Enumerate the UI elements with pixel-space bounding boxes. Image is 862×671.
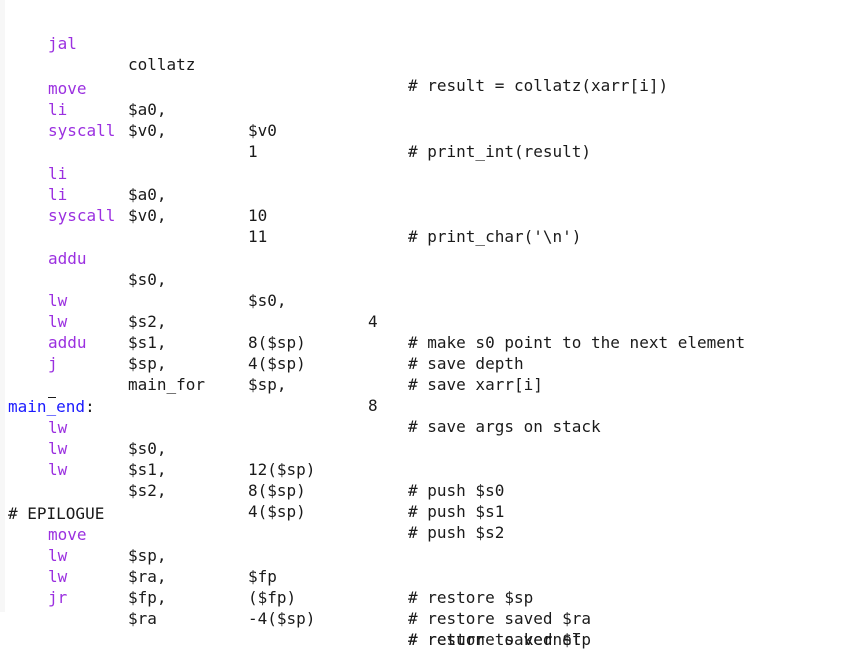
instruction: syscall — [48, 206, 116, 225]
operand-2: 12($sp) — [248, 460, 316, 479]
operand-2: $v0 — [248, 121, 277, 140]
code-label: main_end: — [8, 396, 95, 417]
operand-1: main_for — [128, 375, 206, 394]
comment: # result = collatz(xarr[i]) — [408, 76, 669, 95]
code-line: jr $ra # return to kernel — [0, 566, 581, 649]
section-comment: # EPILOGUE — [8, 504, 105, 523]
instruction: addu — [48, 249, 87, 268]
operand-3: 4 — [368, 312, 378, 331]
operand-2: -4($sp) — [248, 609, 316, 628]
operand-1: collatz — [128, 55, 196, 74]
code-line: li $v0, 1 — [0, 78, 258, 161]
code-line: lw $s2, 4($sp) # push $s2 — [0, 438, 504, 542]
code-line: li $a0, 10 # print_char('\n') — [0, 142, 581, 246]
operand-1: $v0, — [128, 121, 167, 140]
instruction: lw — [48, 567, 68, 586]
code-line: addu $sp, $sp, 8 # save args on stack — [0, 311, 601, 436]
operand-2: $sp, — [248, 375, 287, 394]
code-line: move $sp, $fp # restore $sp — [0, 503, 533, 607]
operand-1: $s0, — [128, 439, 167, 458]
code-line: # EPILOGUE — [0, 482, 104, 523]
instruction: move — [48, 79, 87, 98]
comment: # print_char('\n') — [408, 227, 582, 246]
code-line: lw $ra, ($fp) # restore saved $ra — [0, 524, 591, 628]
instruction: syscall — [48, 121, 116, 140]
instruction: lw — [48, 312, 68, 331]
operand-1: $s1, — [128, 333, 167, 352]
code-line: j main_for — [0, 332, 205, 394]
operand-2: 8($sp) — [248, 333, 306, 352]
instruction: move — [48, 525, 87, 544]
code-line: main_end: — [0, 375, 95, 416]
instruction: jr — [48, 588, 68, 607]
label-colon: : — [85, 397, 95, 416]
code-line: syscall — [0, 99, 115, 140]
operand-1: $s1, — [128, 460, 167, 479]
operand-1: $ra, — [128, 567, 167, 586]
code-line: move $a0, $v0 # print_int(result) — [0, 57, 591, 161]
comment: # return to kernel — [408, 630, 582, 649]
operand-1: $a0, — [128, 185, 167, 204]
comment: # restore saved $ra — [408, 609, 592, 628]
code-line: syscall — [0, 184, 115, 225]
operand-1: $s2, — [128, 481, 167, 500]
code-line: lw $s2, 8($sp) # save depth — [0, 269, 524, 373]
operand-2: 11 — [248, 227, 268, 246]
code-editor[interactable]: jal collatz # result = collatz(xarr[i]) … — [0, 0, 862, 649]
code-line: lw $s1, 4($sp) # save xarr[i] — [0, 290, 543, 394]
operand-1: $sp, — [128, 546, 167, 565]
operand-2: ($fp) — [248, 588, 297, 607]
operand-1: $ra — [128, 609, 157, 628]
comment: # restore $sp — [408, 588, 534, 607]
operand-1: $v0, — [128, 206, 167, 225]
comment: # print_int(result) — [408, 142, 592, 161]
operand-2: 4($sp) — [248, 502, 306, 521]
comment: # save depth — [408, 354, 524, 373]
operand-1: $s0, — [128, 270, 167, 289]
instruction: lw — [48, 439, 68, 458]
comment: # save args on stack — [408, 417, 601, 436]
code-line: jal collatz # result = collatz(xarr[i]) — [0, 12, 668, 95]
operand-1: $fp, — [128, 588, 167, 607]
comment: # push $s0 — [408, 481, 505, 500]
comment: # push $s1 — [408, 502, 505, 521]
label-name: main_end — [8, 397, 86, 416]
code-line: lw $fp, -4($sp) # restore saved $fp — [0, 545, 591, 649]
code-line: lw $s0, 12($sp) # push $s0 — [0, 396, 504, 500]
instruction: lw — [48, 546, 68, 565]
comment: # save xarr[i] — [408, 375, 543, 394]
operand-1: $sp, — [128, 354, 167, 373]
comment: # push $s2 — [408, 523, 505, 542]
operand-3: 8 — [368, 396, 378, 415]
operand-2: 1 — [248, 142, 258, 161]
code-line: lw $s1, 8($sp) # push $s1 — [0, 417, 504, 521]
instruction: addu — [48, 333, 87, 352]
text-cursor — [48, 397, 56, 398]
instruction: jal — [48, 34, 77, 53]
code-line: addu $s0, $s0, 4 # make s0 point to the … — [0, 227, 745, 352]
instruction: lw — [48, 460, 68, 479]
operand-2: $s0, — [248, 291, 287, 310]
instruction: li — [48, 164, 68, 183]
editor-gutter — [0, 0, 5, 612]
operand-2: 10 — [248, 206, 268, 225]
operand-2: 8($sp) — [248, 481, 306, 500]
instruction: j — [48, 354, 58, 373]
instruction: li — [48, 185, 68, 204]
operand-1: $a0, — [128, 100, 167, 119]
instruction: lw — [48, 418, 68, 437]
instruction: lw — [48, 291, 68, 310]
operand-2: $fp — [248, 567, 277, 586]
comment: # make s0 point to the next element — [408, 333, 746, 352]
operand-2: 4($sp) — [248, 354, 306, 373]
instruction: li — [48, 100, 68, 119]
code-line: li $v0, 11 — [0, 163, 267, 246]
operand-1: $s2, — [128, 312, 167, 331]
